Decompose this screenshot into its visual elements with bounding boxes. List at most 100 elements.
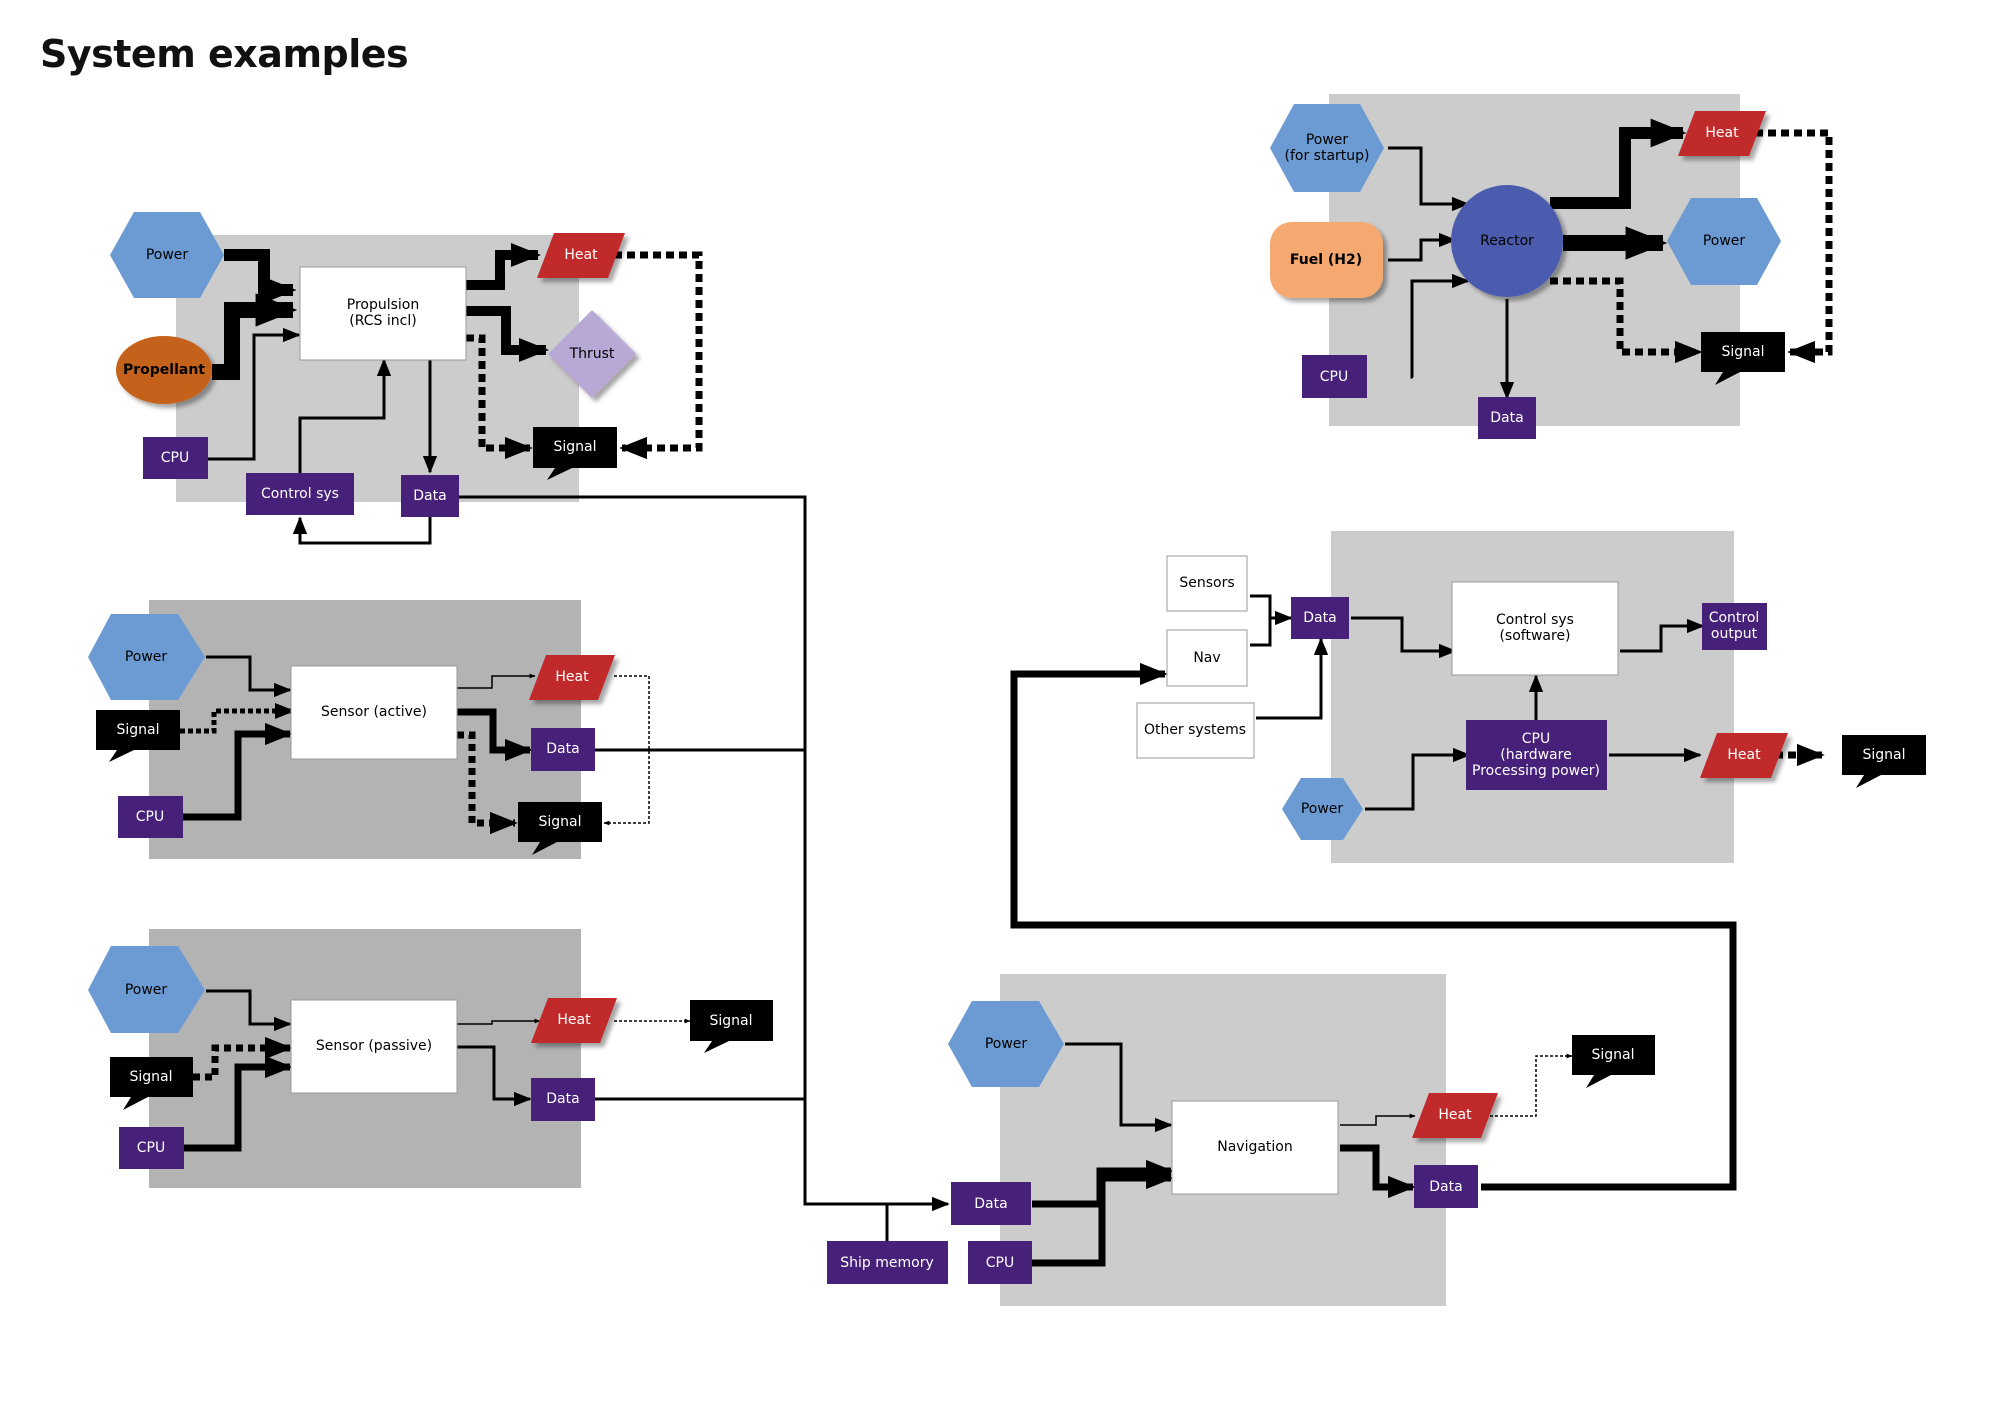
label: CPU — [986, 1255, 1014, 1271]
label: Power(for startup) — [1285, 132, 1370, 164]
label: CPU — [137, 1140, 165, 1156]
label: Heat — [1705, 125, 1739, 141]
ship-memory: Ship memory — [827, 1241, 948, 1284]
sensor-active-data: Data — [531, 728, 595, 771]
label: Heat — [555, 669, 589, 685]
sensor-passive-signal-in: Signal — [110, 1057, 193, 1110]
label: Signal — [709, 1013, 752, 1029]
label: Power — [146, 247, 189, 263]
thrust-diamond: Thrust — [548, 310, 636, 398]
label: Power — [985, 1036, 1028, 1052]
control-sensors-input: Sensors — [1166, 555, 1248, 612]
label: Reactor — [1480, 233, 1534, 249]
navigation-power-hex: Power — [948, 1001, 1064, 1087]
control-heat: Heat — [1700, 733, 1788, 778]
control-data: Data — [1291, 597, 1349, 639]
navigation-data-in: Data — [951, 1182, 1031, 1225]
label: Heat — [564, 247, 598, 263]
sensor-passive-cpu: CPU — [119, 1127, 184, 1169]
propulsion-control-sys: Control sys — [246, 473, 354, 515]
label: Sensors — [1179, 575, 1234, 591]
connectors — [180, 118, 1833, 1267]
navigation-data-out: Data — [1414, 1165, 1478, 1208]
label: Signal — [1721, 344, 1764, 360]
reactor-signal: Signal — [1701, 332, 1785, 385]
label: Thrust — [569, 346, 615, 362]
label: Data — [546, 741, 579, 757]
reactor-power-startup-hex: Power(for startup) — [1270, 104, 1384, 192]
navigation-cpu: CPU — [968, 1241, 1032, 1284]
label: Navigation — [1217, 1139, 1293, 1155]
label: CPU — [161, 450, 189, 466]
propulsion-data: Data — [401, 475, 459, 517]
label: Data — [413, 488, 446, 504]
label: Power — [125, 649, 168, 665]
sensor-active-cpu: CPU — [118, 796, 183, 838]
label: Data — [546, 1091, 579, 1107]
label: Data — [974, 1196, 1007, 1212]
control-other-systems-input: Other systems — [1136, 702, 1255, 759]
reactor-cpu: CPU — [1302, 355, 1367, 398]
propellant-oval: Propellant — [116, 336, 212, 404]
sensor-active-signal-in: Signal — [96, 710, 180, 762]
sensor-passive-block: Sensor (passive) — [290, 999, 458, 1094]
control-sys-block: Control sys(software) — [1451, 581, 1619, 676]
label: Propulsion(RCS incl) — [347, 297, 419, 329]
label: CPU — [1320, 369, 1348, 385]
label: Signal — [129, 1069, 172, 1085]
sensor-active-power-hex: Power — [88, 614, 205, 700]
panel-control — [1331, 531, 1734, 863]
label: Sensor (passive) — [316, 1038, 432, 1054]
sensor-active-block: Sensor (active) — [290, 665, 458, 760]
sensor-passive-heat: Heat — [531, 998, 617, 1043]
label: Fuel (H2) — [1290, 252, 1362, 268]
sensor-active-heat: Heat — [529, 655, 615, 700]
page-title: System examples — [40, 32, 409, 76]
label: Heat — [1438, 1107, 1472, 1123]
label: Power — [1301, 801, 1344, 817]
label: Other systems — [1144, 722, 1246, 738]
label: Control sys(software) — [1496, 612, 1574, 644]
label: Nav — [1193, 650, 1220, 666]
reactor-power-out-hex: Power — [1667, 198, 1781, 285]
control-signal: Signal — [1842, 735, 1926, 788]
fuel-h2: Fuel (H2) — [1270, 222, 1383, 298]
sensor-passive-power-hex: Power — [88, 946, 205, 1033]
propulsion-power-hex: Power — [110, 212, 224, 298]
sensor-passive-signal-out: Signal — [690, 1000, 773, 1053]
label: Signal — [538, 814, 581, 830]
sensor-passive-data: Data — [531, 1078, 595, 1121]
label: Ship memory — [840, 1255, 933, 1271]
reactor-core: Reactor — [1451, 185, 1563, 297]
control-nav-input: Nav — [1166, 629, 1248, 687]
navigation-signal: Signal — [1572, 1035, 1655, 1088]
label: Heat — [1727, 747, 1761, 763]
label: Signal — [1591, 1047, 1634, 1063]
label: Signal — [553, 439, 596, 455]
label: Data — [1303, 610, 1336, 626]
propulsion-block: Propulsion(RCS incl) — [299, 266, 467, 361]
label: Heat — [557, 1012, 591, 1028]
reactor-data: Data — [1478, 397, 1536, 439]
label: Signal — [1862, 747, 1905, 763]
reactor-heat: Heat — [1678, 111, 1766, 156]
label: Signal — [116, 722, 159, 738]
navigation-block: Navigation — [1171, 1100, 1339, 1195]
label: Data — [1429, 1179, 1462, 1195]
label: Control sys — [261, 486, 339, 502]
navigation-heat: Heat — [1412, 1093, 1498, 1138]
propulsion-cpu: CPU — [143, 437, 208, 479]
label: Power — [125, 982, 168, 998]
label: CPU — [136, 809, 164, 825]
sensor-active-signal-out: Signal — [518, 802, 602, 855]
label: Data — [1490, 410, 1523, 426]
control-power-hex: Power — [1282, 778, 1363, 840]
label: Sensor (active) — [321, 704, 427, 720]
propulsion-signal: Signal — [533, 427, 617, 480]
label: Propellant — [123, 362, 205, 378]
